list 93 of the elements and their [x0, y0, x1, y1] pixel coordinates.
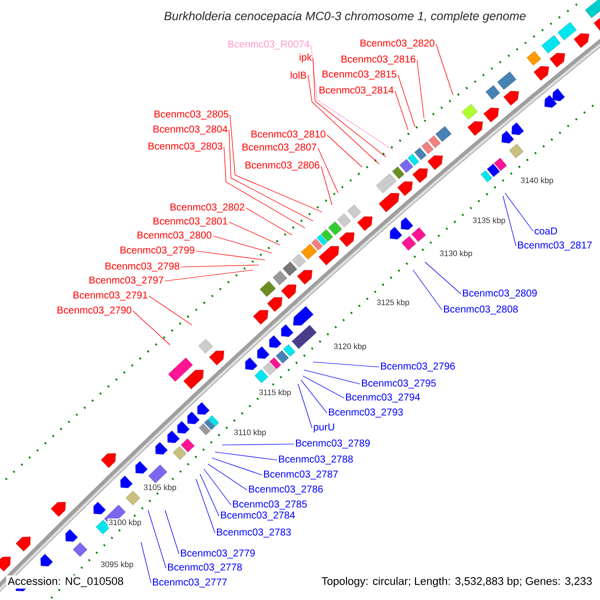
leader-line	[502, 196, 516, 246]
gene-label: Bcenmc03_2820	[360, 40, 434, 48]
gene-label: Bcenmc03_2788	[279, 456, 353, 464]
gene-label: Bcenmc03_2789	[296, 440, 370, 448]
leader-line	[212, 236, 272, 254]
leader-line	[312, 362, 380, 368]
scale-label: 3135 kbp	[472, 216, 506, 226]
scale-label: 3125 kbp	[376, 298, 410, 308]
leader-line	[164, 270, 254, 282]
leader-line	[230, 114, 322, 212]
leader-line	[412, 270, 442, 310]
gene-label: Bcenmc03_2795	[362, 380, 436, 388]
gene-label: Bcenmc03_2796	[381, 362, 455, 372]
gene-label: Bcenmc03_2815	[322, 70, 396, 80]
leader-line	[180, 264, 260, 268]
leader-line	[398, 74, 416, 128]
leader-line	[228, 130, 314, 222]
leader-line	[222, 444, 294, 446]
leader-line	[310, 44, 394, 150]
gene-label: coaD	[534, 228, 558, 234]
leader-line	[164, 510, 180, 554]
gene-label: Bcenmc03_2797	[90, 276, 164, 286]
leader-line	[214, 452, 278, 460]
scale-label: 3115 kbp	[258, 388, 292, 398]
leader-line	[300, 380, 328, 414]
gene-label: Bcenmc03_2804	[154, 126, 228, 134]
leader-line	[246, 208, 292, 236]
leader-line	[436, 44, 454, 96]
leader-line	[196, 250, 266, 260]
leader-line	[304, 370, 360, 384]
gene-label: Bcenmc03_2779	[181, 550, 255, 558]
gene-label: Bcenmc03_2809	[463, 290, 537, 298]
gene-label: Bcenmc03_2814	[320, 86, 394, 96]
gene-label: Bcenmc03_2798	[106, 262, 180, 272]
scale-label: 3120 kbp	[332, 342, 368, 352]
gene-label: Bcenmc03_2802	[170, 204, 244, 212]
gene-label: purU	[314, 424, 334, 432]
footer-text: Accession: NC_010508	[6, 575, 126, 589]
gene-label: Bcenmc03_2787	[264, 470, 338, 480]
leader-line	[200, 474, 220, 516]
leader-line	[228, 222, 280, 246]
scale-label: 3105 kbp	[142, 483, 178, 493]
leader-line	[424, 262, 462, 294]
leader-line	[416, 60, 424, 118]
scale-label: 3130 kbp	[438, 249, 474, 259]
gene-label: Bcenmc03_R0074	[228, 40, 310, 50]
leader-line	[326, 134, 362, 168]
gene-label: Bcenmc03_2805	[154, 110, 228, 120]
scale-label: 3140 kbp	[520, 176, 554, 186]
title: Burkholderia cenocepacia MC0-3 chromosome 1, complete genome	[164, 11, 526, 23]
scale-label: 3100 kbp	[108, 518, 142, 528]
leader-line	[212, 458, 262, 476]
gene-label: Bcenmc03_2816	[342, 56, 416, 64]
gene-label: Bcenmc03_2793	[329, 408, 403, 418]
gene-label: Bcenmc03_2817	[518, 242, 592, 250]
leader-line	[394, 90, 408, 130]
leader-line	[312, 58, 386, 158]
gene-label: ipk	[300, 53, 312, 63]
gene-label: Bcenmc03_2777	[153, 578, 227, 588]
leader-line	[302, 376, 344, 398]
gene-label: Bcenmc03_2784	[221, 512, 295, 520]
gene-label: Bcenmc03_2806	[246, 162, 320, 170]
leader-line	[148, 510, 166, 568]
leader-line	[208, 464, 248, 490]
gene-label: Bcenmc03_2808	[444, 306, 518, 314]
gene-label: Bcenmc03_2783	[217, 528, 291, 538]
gene-label: lolB	[290, 71, 306, 79]
gene-label: Bcenmc03_2801	[154, 218, 228, 226]
leader-line	[196, 478, 216, 534]
leader-line	[224, 146, 306, 228]
gene-label: Bcenmc03_2790	[58, 306, 132, 316]
gene-label: Bcenmc03_2807	[242, 144, 316, 152]
leader-line	[298, 384, 312, 428]
footer-text: Topology: circular; Length: 3,532,883 bp; Genes: 3,233	[320, 575, 594, 589]
scale-label: 3095 kbp	[100, 560, 134, 570]
leader-line	[204, 468, 232, 506]
gene-label: Bcenmc03_2799	[120, 246, 194, 256]
gene-label: Bcenmc03_2810	[252, 130, 326, 140]
gene-label: Bcenmc03_2778	[168, 564, 242, 572]
leader-line	[148, 296, 192, 326]
leader-line	[308, 74, 380, 164]
leader-line	[140, 542, 152, 584]
gene-label: Bcenmc03_2803	[148, 142, 222, 152]
leader-line	[132, 310, 170, 346]
gene-label: Bcenmc03_2794	[346, 394, 420, 402]
gene-label: Bcenmc03_2791	[74, 292, 148, 300]
leader-line	[320, 166, 332, 206]
gene-label: Bcenmc03_2786	[249, 486, 323, 494]
leader-line	[504, 192, 534, 232]
scale-label: 3110 kbp	[233, 428, 267, 438]
gene-label: Bcenmc03_2785	[233, 500, 307, 510]
gene-label: Bcenmc03_2800	[138, 232, 212, 240]
leader-line	[318, 148, 338, 194]
